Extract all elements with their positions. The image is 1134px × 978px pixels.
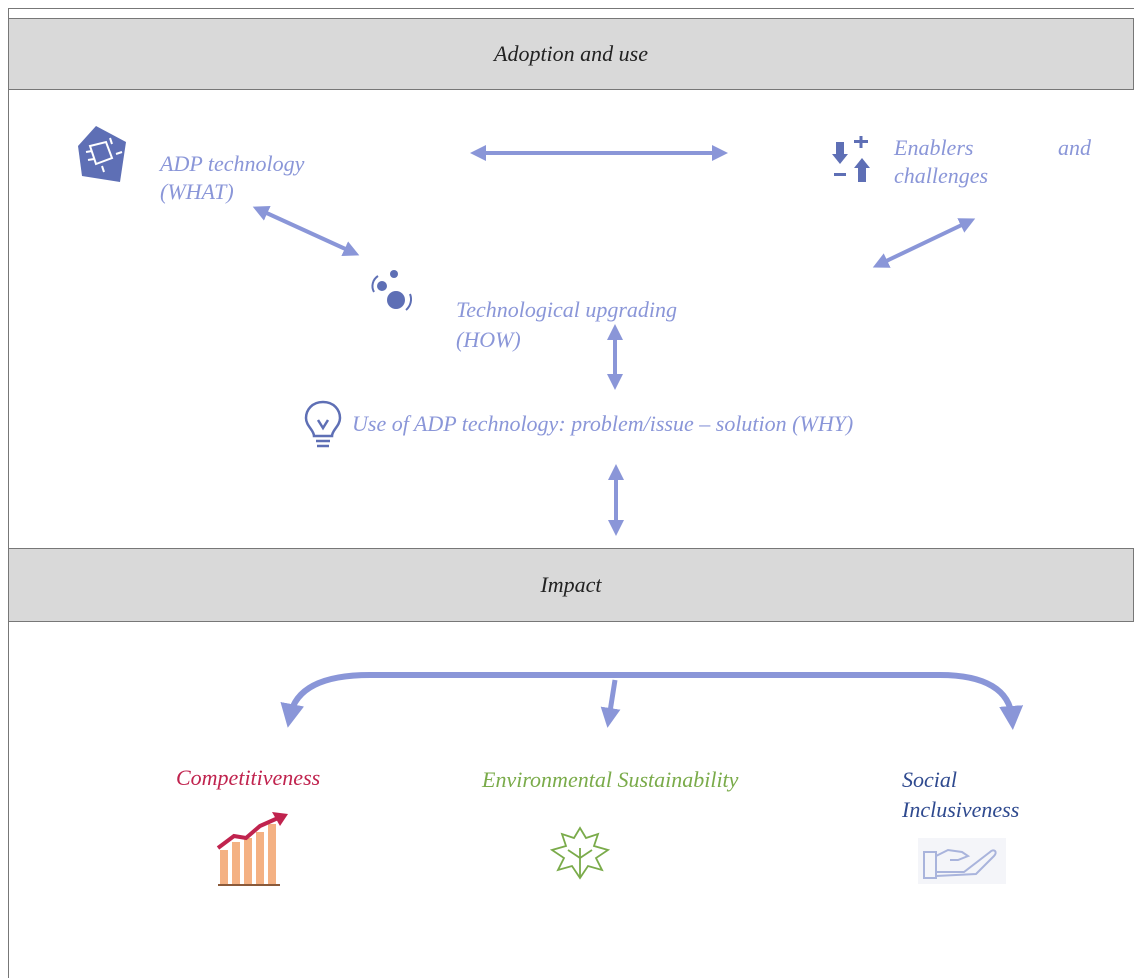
leaf-icon: [549, 826, 611, 880]
lightbulb-icon: [304, 400, 342, 448]
adoption-section-title: Adoption and use: [494, 41, 648, 66]
arrow-technology-upgrading: [252, 206, 360, 256]
impact-section-title: Impact: [540, 572, 602, 597]
impact-section-header: Impact: [8, 548, 1134, 622]
use-label: Use of ADP technology: problem/issue – s…: [352, 411, 854, 436]
adp-technology-what: (WHAT): [160, 179, 234, 204]
challenges-label: challenges: [894, 163, 989, 188]
inclusiveness-label: Inclusiveness: [902, 797, 1020, 822]
hand-icon: [918, 838, 1006, 884]
social-label: Social: [902, 767, 957, 792]
upgrading-how: (HOW): [456, 327, 521, 352]
environmental-sustainability-label: Environmental Sustainability: [482, 767, 739, 792]
upgrading-label: Technological upgrading: [456, 297, 678, 322]
diagram-frame: [8, 8, 1134, 978]
chip-icon: [78, 126, 126, 182]
enablers-and-label: and: [1058, 135, 1091, 160]
enablers-label: Enablers: [894, 135, 974, 160]
adp-technology-label: ADP technology: [160, 151, 305, 176]
gears-icon: [371, 270, 413, 311]
arrow-enablers-upgrading: [872, 218, 976, 268]
arrow-impact-branches: [280, 672, 1024, 730]
enablers-challenges-icon: [832, 136, 870, 182]
adoption-section-header: Adoption and use: [8, 18, 1134, 90]
arrow-impact-center: [600, 679, 621, 728]
growth-chart-icon: [216, 812, 288, 886]
competitiveness-label: Competitiveness: [176, 765, 321, 790]
